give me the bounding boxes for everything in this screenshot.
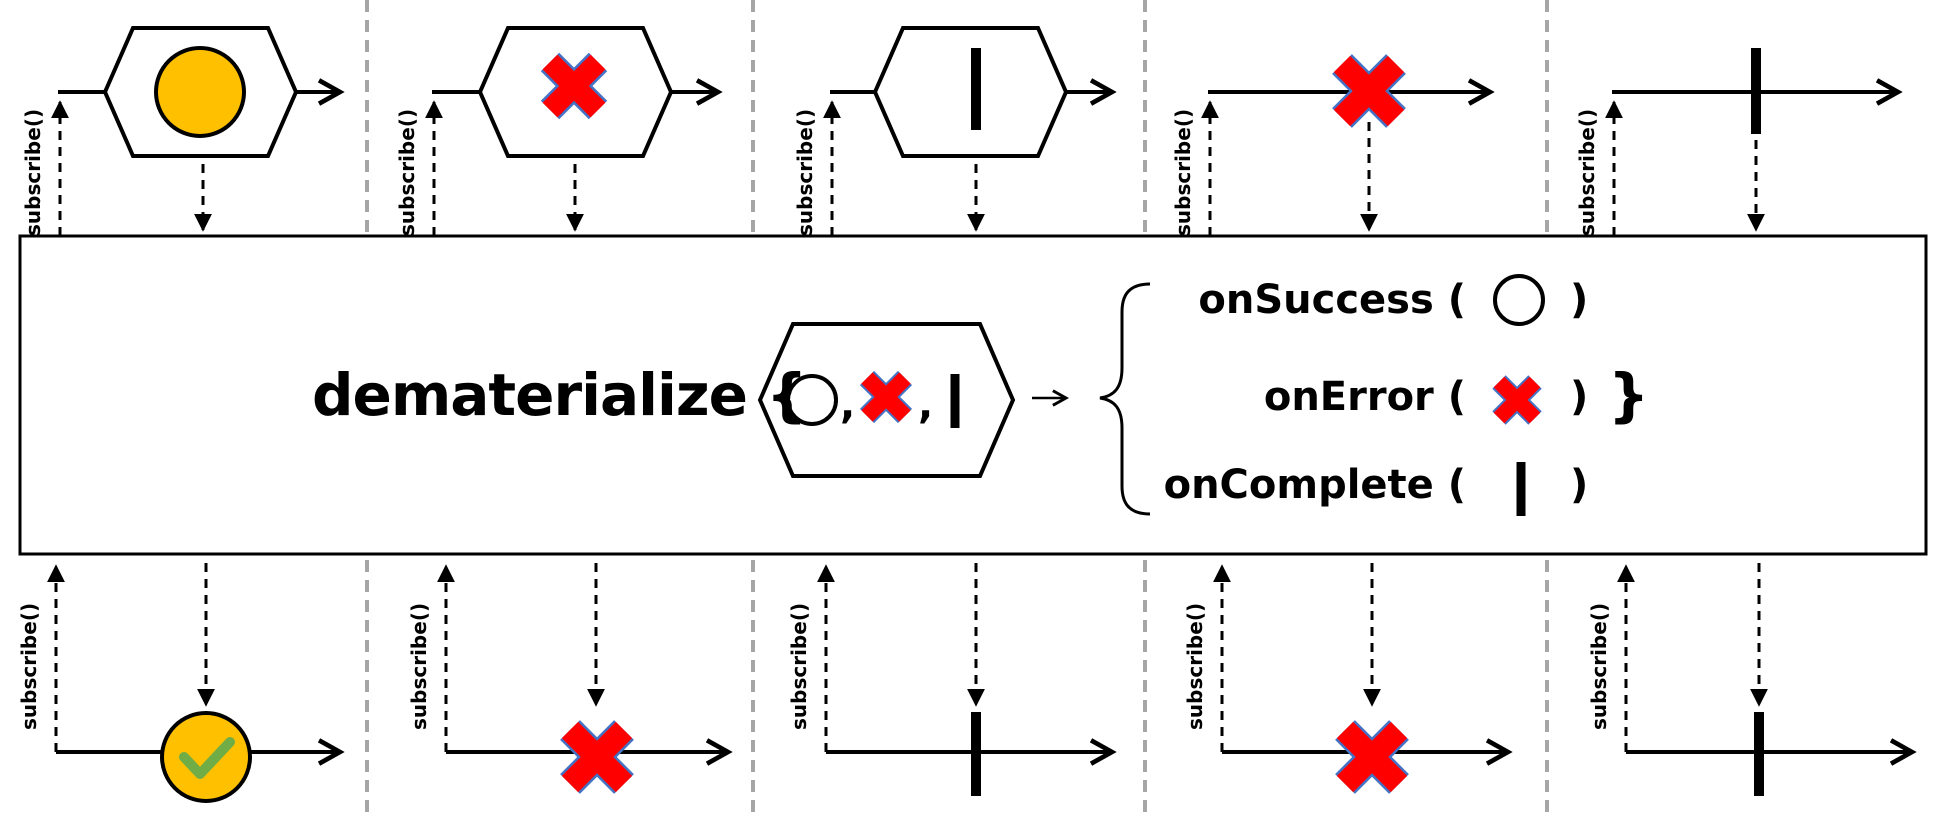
callback-on-error-label: onError ( (1263, 374, 1466, 420)
subscribe-label: subscribe() (1171, 109, 1195, 236)
callback-on-complete-label: onComplete ( (1163, 462, 1466, 508)
operator-box (18, 234, 1928, 556)
success-check-marble (160, 711, 252, 803)
x-mark-icon-fill (1336, 721, 1408, 793)
circle-icon (1493, 274, 1545, 326)
callback-on-complete-close: ) (1570, 462, 1589, 508)
subscribe-label: subscribe() (17, 603, 41, 730)
column-complete: subscribe() subscribe() (1575, 48, 1912, 796)
x-mark-icon-fill (861, 372, 911, 422)
operator-title: dematerialize { (312, 361, 807, 429)
subscribe-label: subscribe() (1587, 603, 1611, 730)
callback-on-error-close: ) (1570, 374, 1589, 420)
check-icon (179, 737, 235, 779)
success-marble (154, 46, 246, 138)
circle-icon (786, 374, 838, 426)
column-success: subscribe() subscribe() (17, 26, 340, 803)
subscribe-label: subscribe() (395, 109, 419, 236)
column-complete-notification: subscribe() subscribe() (787, 26, 1112, 796)
x-mark-icon-fill (561, 721, 633, 793)
x-mark-icon-fill (1333, 55, 1405, 127)
callback-on-success-label: onSuccess ( (1198, 277, 1466, 323)
column-error: subscribe() subscribe() (1171, 54, 1508, 794)
subscribe-label: subscribe() (407, 603, 431, 730)
hexagon-comma: , (918, 382, 934, 428)
subscribe-label: subscribe() (787, 603, 811, 730)
subscribe-label: subscribe() (1575, 109, 1599, 236)
subscribe-label: subscribe() (793, 109, 817, 236)
callback-on-success-close: ) (1570, 277, 1589, 323)
subscribe-label: subscribe() (1183, 603, 1207, 730)
column-error-notification: subscribe() subscribe() (395, 26, 728, 794)
x-mark-icon-fill (542, 54, 606, 118)
subscribe-label: subscribe() (21, 109, 45, 236)
x-mark-icon-fill (1493, 376, 1541, 424)
notification-hexagon (872, 26, 1069, 158)
hexagon-comma: , (840, 382, 856, 428)
closing-brace: } (1608, 361, 1650, 429)
opening-brace (1099, 282, 1151, 516)
